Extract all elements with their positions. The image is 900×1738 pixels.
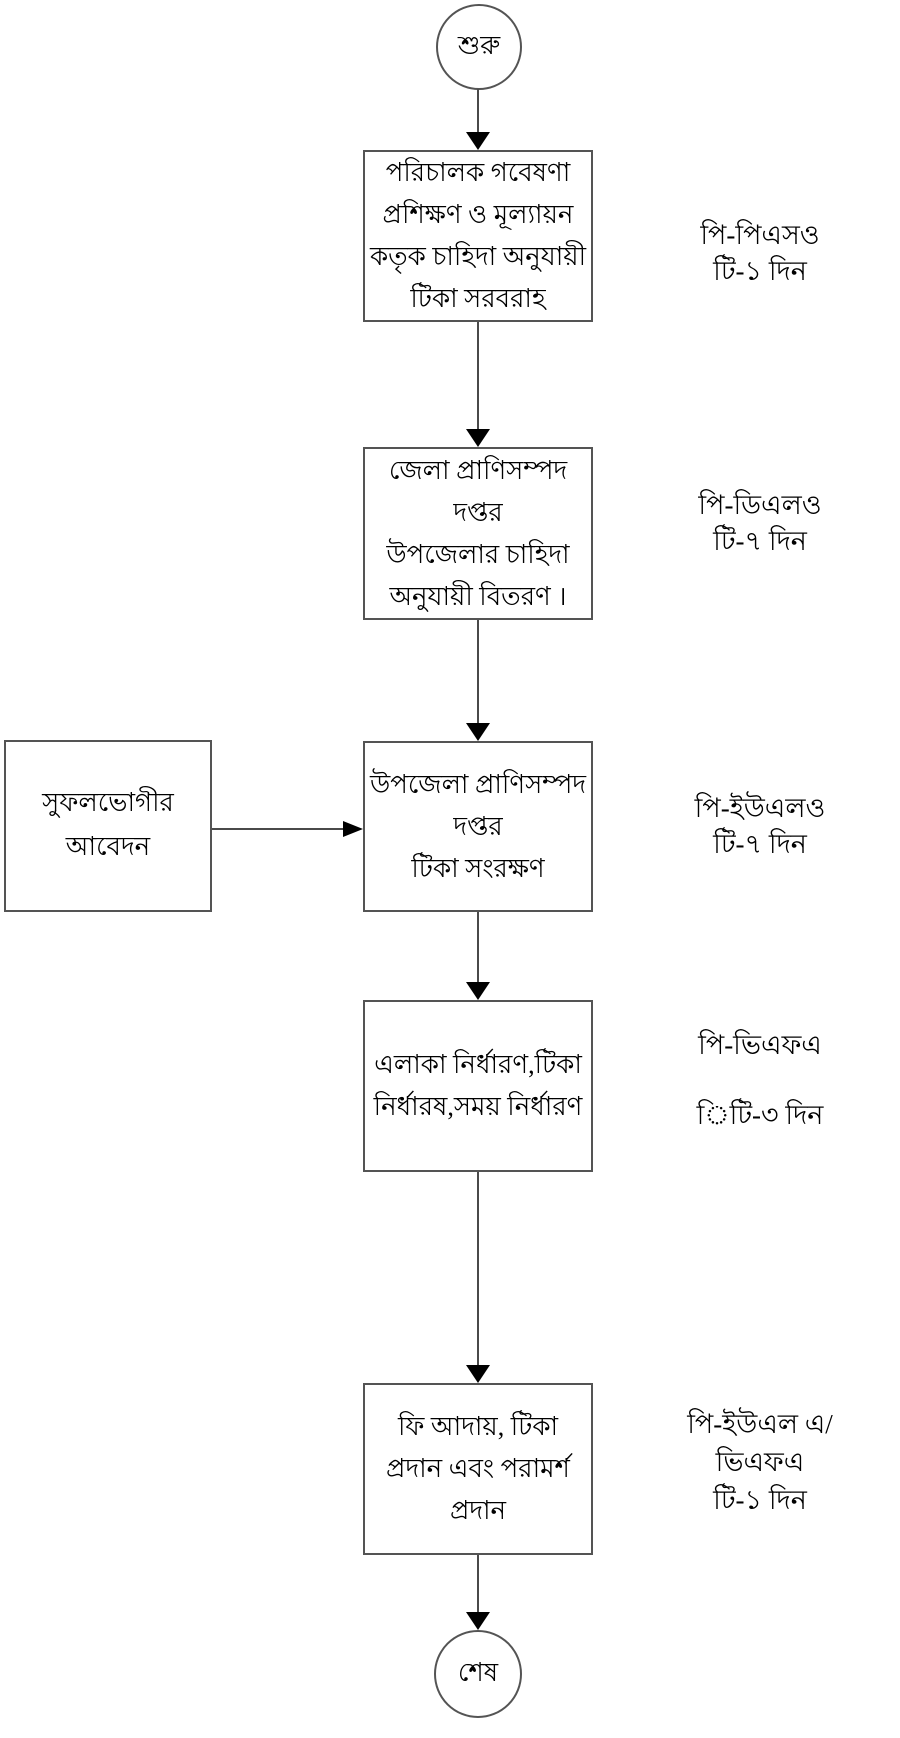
connector-line <box>477 620 479 724</box>
side-label-line: পি-ডিএলও <box>698 490 822 520</box>
box-line: এলাকা নির্ধারণ,টিকা <box>374 1050 582 1079</box>
connector-line <box>477 322 479 430</box>
box-line: উপজেলার চাহিদা <box>386 539 570 569</box>
process-box-district-distribution: জেলা প্রাণিসম্পদ দপ্তর উপজেলার চাহিদা অন… <box>363 447 593 620</box>
connector-line <box>477 1555 479 1613</box>
process-box-area-time-selection: এলাকা নির্ধারণ,টিকা নির্ধারষ,সময় নির্ধা… <box>363 1000 593 1172</box>
box-line: প্রদান এবং পরামর্শ <box>386 1454 570 1483</box>
arrowhead-down-icon <box>466 132 490 150</box>
input-box-beneficiary-application: সুফলভোগীর আবেদন <box>4 740 212 912</box>
box-line: জেলা প্রাণিসম্পদ দপ্তর <box>388 455 568 527</box>
process-box-vaccine-supply: পরিচালক গবেষণা প্রশিক্ষণ ও মূল্যায়ন কতৃ… <box>363 150 593 322</box>
side-label-step-1: পি-পিএসও টি-১ দিন <box>665 217 855 289</box>
side-label-line: টি-৭ দিন <box>713 526 807 556</box>
box-line: টিকা সরবরাহ <box>410 284 546 313</box>
side-label-line: পি-ইউএল এ/ <box>687 1409 833 1439</box>
box-line: প্রদান <box>449 1496 507 1525</box>
side-label-step-2: পি-ডিএলও টি-৭ দিন <box>665 487 855 559</box>
start-terminator: শুরু <box>436 4 522 90</box>
start-label: শুরু <box>457 31 501 60</box>
arrowhead-down-icon <box>466 1365 490 1383</box>
side-label-line: পি-ভিএফএ <box>698 1030 822 1060</box>
side-label-line: িটি-৩ দিন <box>696 1100 824 1130</box>
arrowhead-down-icon <box>466 1612 490 1630</box>
connector-line-horizontal <box>212 828 344 830</box>
side-label-line: পি-ইউএলও <box>694 793 826 823</box>
box-line: দপ্তর <box>453 811 503 841</box>
side-label-step-3: পি-ইউএলও টি-৭ দিন <box>665 790 855 862</box>
arrowhead-right-icon <box>343 821 363 837</box>
box-line: অনুযায়ী বিতরণ । <box>389 581 567 611</box>
side-label-step-5: পি-ইউএল এ/ ভিএফএ টি-১ দিন <box>665 1405 855 1519</box>
side-label-line: ভিএফএ <box>715 1447 805 1477</box>
box-line: টিকা সংরক্ষণ <box>411 853 545 883</box>
arrowhead-down-icon <box>466 982 490 1000</box>
box-line: ফি আদায়, টিকা <box>397 1412 559 1441</box>
side-label-line: টি-৭ দিন <box>713 829 807 859</box>
arrowhead-down-icon <box>466 429 490 447</box>
box-line: কতৃক চাহিদা অনুযায়ী <box>369 242 587 271</box>
box-line: উপজেলা প্রাণিসম্পদ <box>369 769 587 799</box>
arrowhead-down-icon <box>466 723 490 741</box>
connector-line <box>477 1172 479 1366</box>
side-label-line: টি-১ দিন <box>713 1485 807 1515</box>
connector-line <box>477 89 479 133</box>
connector-line <box>477 912 479 983</box>
box-line: নির্ধারষ,সময় নির্ধারণ <box>373 1092 583 1121</box>
end-terminator: শেষ <box>434 1630 522 1718</box>
side-label-line: পি-পিএসও <box>700 220 820 250</box>
end-label: শেষ <box>457 1658 499 1687</box>
process-box-upazila-storage: উপজেলা প্রাণিসম্পদ দপ্তর টিকা সংরক্ষণ <box>363 741 593 912</box>
side-label-line: টি-১ দিন <box>713 256 807 286</box>
side-label-step-4: পি-ভিএফএ িটি-৩ দিন <box>665 1027 855 1133</box>
box-line: প্রশিক্ষণ ও মূল্যায়ন <box>382 200 574 229</box>
box-line: পরিচালক গবেষণা <box>385 158 571 187</box>
process-box-fee-vaccination-advice: ফি আদায়, টিকা প্রদান এবং পরামর্শ প্রদান <box>363 1383 593 1555</box>
input-box-label: সুফলভোগীর আবেদন <box>42 788 174 861</box>
